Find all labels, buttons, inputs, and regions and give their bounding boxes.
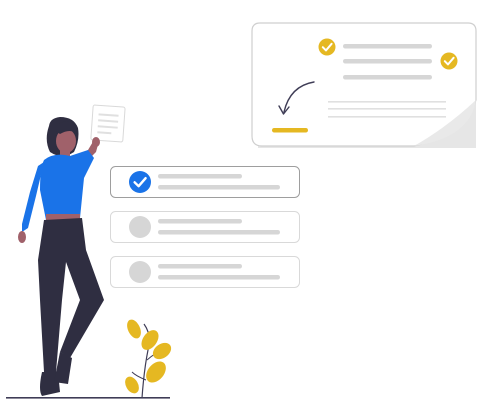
doc-faint-line-2 bbox=[328, 108, 446, 110]
document-card bbox=[251, 22, 477, 148]
plant-leaf bbox=[141, 330, 159, 350]
person-pants bbox=[38, 218, 104, 372]
doc-faint-line-1 bbox=[328, 101, 446, 103]
checklist-item-3[interactable] bbox=[110, 256, 300, 288]
person-shirt bbox=[40, 150, 94, 220]
plant-leaf bbox=[127, 319, 141, 339]
ground-line bbox=[6, 397, 170, 399]
person-figure bbox=[18, 117, 104, 396]
plant-leaf bbox=[152, 342, 172, 360]
doc-line-3 bbox=[343, 75, 432, 80]
document-card-curl bbox=[414, 100, 476, 146]
doc-faint-line-3 bbox=[328, 116, 446, 118]
curved-arrow-icon bbox=[278, 81, 315, 115]
checklist-item-card[interactable] bbox=[110, 256, 300, 288]
checklist bbox=[110, 166, 300, 288]
person-left-hand bbox=[18, 231, 26, 243]
checklist-line-short bbox=[158, 219, 242, 224]
checklist-item-1[interactable] bbox=[110, 166, 300, 198]
doc-check-icon-1 bbox=[318, 38, 336, 56]
doc-yellow-bar bbox=[272, 128, 308, 133]
checklist-line-short bbox=[158, 174, 242, 179]
checklist-line-short bbox=[158, 264, 242, 269]
checklist-item-card[interactable] bbox=[110, 211, 300, 243]
person-shoe-right bbox=[54, 352, 72, 384]
document-card-sheet bbox=[251, 22, 477, 147]
checklist-line-long bbox=[158, 185, 280, 190]
person-face bbox=[56, 129, 76, 153]
doc-line-1 bbox=[343, 44, 432, 49]
held-paper bbox=[90, 104, 126, 143]
doc-line-2 bbox=[343, 59, 432, 64]
circle-icon[interactable] bbox=[129, 216, 151, 238]
circle-icon[interactable] bbox=[129, 261, 151, 283]
plant-leaf bbox=[146, 361, 166, 383]
person-hand bbox=[92, 137, 100, 147]
plant-stem bbox=[141, 323, 150, 399]
plant-leaf bbox=[125, 376, 139, 394]
checklist-line-long bbox=[158, 230, 280, 235]
checklist-item-card[interactable] bbox=[110, 166, 300, 198]
checklist-item-2[interactable] bbox=[110, 211, 300, 243]
doc-check-icon-2 bbox=[440, 52, 458, 70]
plant bbox=[125, 319, 172, 399]
person-sleeve bbox=[22, 162, 44, 232]
checklist-line-long bbox=[158, 275, 280, 280]
check-icon[interactable] bbox=[129, 171, 151, 193]
